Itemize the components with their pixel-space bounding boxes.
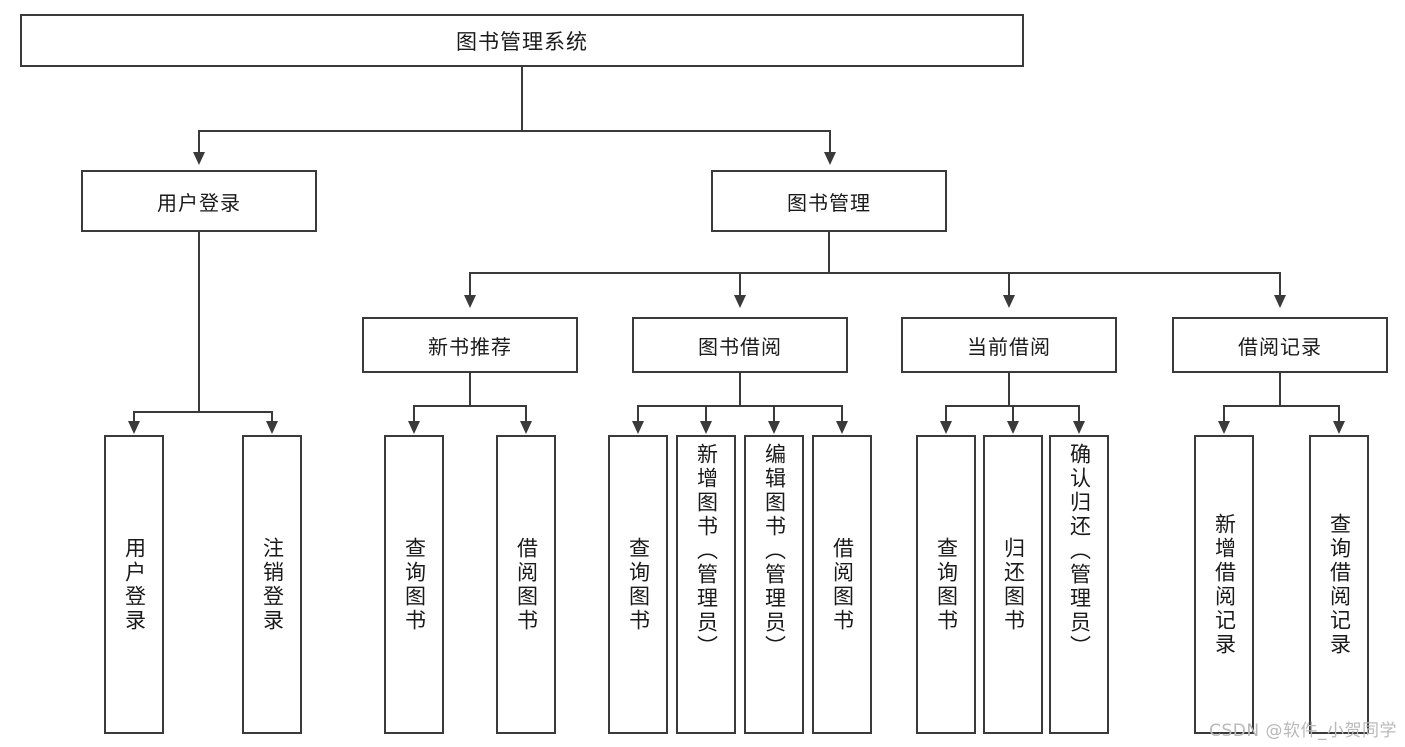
connector-book-mgmt-to-book-borrow bbox=[739, 272, 741, 296]
connector-borrow-record-stem bbox=[1279, 373, 1281, 405]
leaf-user-login-logout[interactable]: 注销登录 bbox=[242, 435, 302, 734]
arrowhead-root-to-book-mgmt bbox=[824, 152, 836, 165]
connector-borrow-record-leaf1 bbox=[1223, 405, 1225, 422]
arrowhead-current-borrow-leaf2 bbox=[1007, 421, 1019, 434]
leaf-book-borrow-borrow-book[interactable]: 借阅图书 bbox=[812, 435, 872, 734]
leaf-borrow-record-add-record[interactable]: 新增借阅记录 bbox=[1194, 435, 1254, 734]
arrowhead-user-login-leaf2 bbox=[266, 421, 278, 434]
node-label: 图书管理系统 bbox=[456, 29, 588, 54]
connector-current-borrow-leaf3 bbox=[1078, 405, 1080, 422]
arrowhead-book-mgmt-to-borrow-record bbox=[1274, 295, 1286, 308]
arrowhead-current-borrow-leaf3 bbox=[1073, 421, 1085, 434]
connector-book-borrow-leaf1 bbox=[637, 405, 639, 422]
connector-borrow-record-bus bbox=[1223, 405, 1340, 407]
connector-book-borrow-stem bbox=[739, 373, 741, 405]
connector-current-borrow-leaf2 bbox=[1012, 405, 1014, 422]
arrowhead-book-borrow-leaf2 bbox=[700, 421, 712, 434]
arrowhead-new-book-leaf1 bbox=[408, 421, 420, 434]
connector-book-borrow-leaf2 bbox=[705, 405, 707, 422]
leaf-current-borrow-confirm-return[interactable]: 确认归还（管理员） bbox=[1049, 435, 1109, 734]
node-user-login[interactable]: 用户登录 bbox=[81, 170, 317, 232]
connector-new-book-leaf2 bbox=[525, 405, 527, 422]
node-current-borrow[interactable]: 当前借阅 bbox=[901, 317, 1117, 373]
node-borrow-record[interactable]: 借阅记录 bbox=[1172, 317, 1388, 373]
connector-book-mgmt-to-current-borrow bbox=[1008, 272, 1010, 296]
node-label: 查询借阅记录 bbox=[1327, 512, 1352, 657]
node-label: 借阅记录 bbox=[1238, 334, 1322, 359]
node-label: 新增借阅记录 bbox=[1212, 512, 1237, 657]
connector-new-book-bus bbox=[413, 405, 527, 407]
node-label: 图书管理 bbox=[787, 190, 871, 215]
arrowhead-user-login-leaf1 bbox=[128, 421, 140, 434]
connector-user-login-leaf1 bbox=[133, 411, 135, 422]
arrowhead-borrow-record-leaf2 bbox=[1333, 421, 1345, 434]
node-label: 注销登录 bbox=[260, 536, 285, 633]
connector-root-stem bbox=[521, 67, 523, 130]
connector-book-mgmt-to-borrow-record bbox=[1279, 272, 1281, 296]
arrowhead-book-borrow-leaf1 bbox=[632, 421, 644, 434]
leaf-book-borrow-add-book[interactable]: 新增图书（管理员） bbox=[676, 435, 736, 734]
connector-book-borrow-bus bbox=[637, 405, 842, 407]
csdn-watermark: CSDN @软件_小贺同学 bbox=[1209, 721, 1397, 741]
connector-root-to-book-mgmt bbox=[829, 130, 831, 153]
connector-book-borrow-leaf3 bbox=[773, 405, 775, 422]
leaf-new-book-query-book[interactable]: 查询图书 bbox=[384, 435, 444, 734]
connector-book-mgmt-bus bbox=[469, 272, 1281, 274]
arrowhead-current-borrow-leaf1 bbox=[940, 421, 952, 434]
node-label: 新增图书（管理员） bbox=[694, 443, 719, 659]
connector-current-borrow-stem bbox=[1008, 373, 1010, 405]
connector-root-bus bbox=[198, 130, 830, 132]
node-label: 归还图书 bbox=[1001, 536, 1026, 633]
arrowhead-root-to-user-login bbox=[193, 152, 205, 165]
connector-current-borrow-leaf1 bbox=[945, 405, 947, 422]
leaf-current-borrow-query-book[interactable]: 查询图书 bbox=[916, 435, 976, 734]
node-label: 查询图书 bbox=[626, 536, 651, 633]
connector-book-borrow-leaf4 bbox=[841, 405, 843, 422]
leaf-borrow-record-query-record[interactable]: 查询借阅记录 bbox=[1309, 435, 1369, 734]
connector-root-to-user-login bbox=[198, 130, 200, 153]
arrowhead-book-borrow-leaf4 bbox=[836, 421, 848, 434]
connector-book-mgmt-to-new-book bbox=[469, 272, 471, 296]
connector-borrow-record-leaf2 bbox=[1338, 405, 1340, 422]
leaf-book-borrow-edit-book[interactable]: 编辑图书（管理员） bbox=[744, 435, 804, 734]
node-label: 确认归还（管理员） bbox=[1067, 443, 1092, 659]
node-label: 当前借阅 bbox=[967, 334, 1051, 359]
leaf-new-book-borrow-book[interactable]: 借阅图书 bbox=[496, 435, 556, 734]
node-label: 查询图书 bbox=[934, 536, 959, 633]
node-label: 图书借阅 bbox=[698, 334, 782, 359]
node-root-system[interactable]: 图书管理系统 bbox=[20, 14, 1024, 67]
leaf-book-borrow-query-book[interactable]: 查询图书 bbox=[608, 435, 668, 734]
connector-user-login-stem bbox=[198, 232, 200, 411]
leaf-user-login-login[interactable]: 用户登录 bbox=[104, 435, 164, 734]
node-label: 查询图书 bbox=[402, 536, 427, 633]
arrowhead-borrow-record-leaf1 bbox=[1218, 421, 1230, 434]
connector-user-login-bus bbox=[133, 411, 273, 413]
node-label: 用户登录 bbox=[122, 536, 147, 633]
arrowhead-book-mgmt-to-current-borrow bbox=[1003, 295, 1015, 308]
node-label: 新书推荐 bbox=[428, 334, 512, 359]
arrowhead-new-book-leaf2 bbox=[520, 421, 532, 434]
node-label: 借阅图书 bbox=[514, 536, 539, 633]
connector-new-book-leaf1 bbox=[413, 405, 415, 422]
connector-book-mgmt-stem bbox=[828, 232, 830, 272]
connector-new-book-stem bbox=[469, 373, 471, 405]
node-label: 借阅图书 bbox=[830, 536, 855, 633]
node-new-book-recommend[interactable]: 新书推荐 bbox=[362, 317, 578, 373]
arrowhead-book-mgmt-to-book-borrow bbox=[734, 295, 746, 308]
node-book-management[interactable]: 图书管理 bbox=[711, 170, 947, 232]
connector-user-login-leaf2 bbox=[271, 411, 273, 422]
node-book-borrow[interactable]: 图书借阅 bbox=[632, 317, 848, 373]
leaf-current-borrow-return-book[interactable]: 归还图书 bbox=[983, 435, 1043, 734]
node-label: 用户登录 bbox=[157, 190, 241, 215]
arrowhead-book-mgmt-to-new-book bbox=[464, 295, 476, 308]
arrowhead-book-borrow-leaf3 bbox=[768, 421, 780, 434]
node-label: 编辑图书（管理员） bbox=[762, 443, 787, 659]
